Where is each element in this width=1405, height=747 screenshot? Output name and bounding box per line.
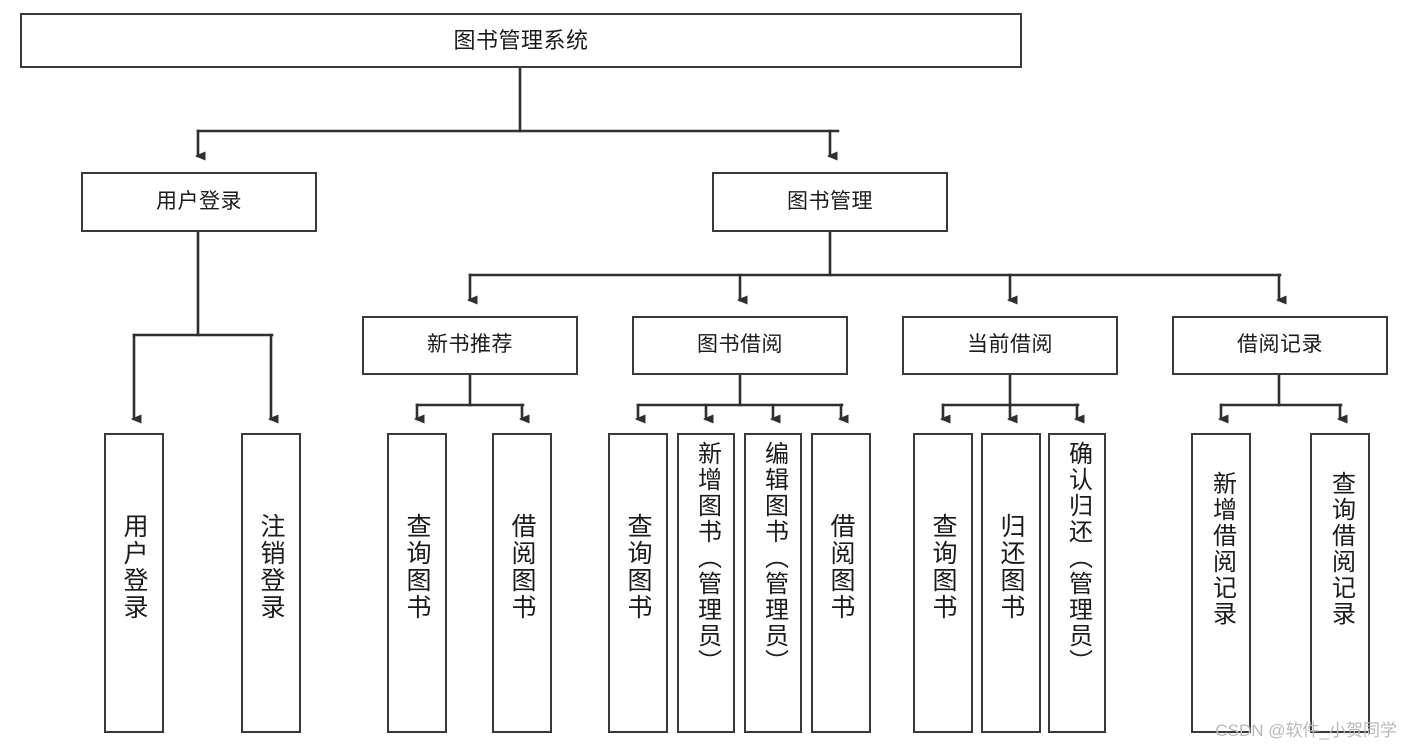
node-new-book-recommend-label: 新书推荐 <box>427 333 513 357</box>
node-root-label: 图书管理系统 <box>453 27 589 53</box>
node-borrow-record-label: 借阅记录 <box>1237 333 1323 357</box>
edges-current-borrow-to-leaves <box>943 373 1078 419</box>
node-book-borrow[interactable]: 图书借阅 <box>632 316 848 375</box>
leaf-return-book[interactable]: 归还图书 <box>981 433 1041 733</box>
leaf-add-borrow-record[interactable]: 新增借阅记录 <box>1191 433 1251 733</box>
edges-user-login-to-leaves <box>134 230 272 419</box>
watermark: CSDN @软件_小贺同学 <box>1215 721 1397 740</box>
leaf-query-book-3[interactable]: 查询图书 <box>913 433 973 733</box>
leaf-borrow-book-2-label: 借阅图书 <box>827 513 855 621</box>
leaf-return-book-label: 归还图书 <box>997 513 1025 621</box>
leaf-borrow-book-1-label: 借阅图书 <box>508 513 536 621</box>
node-book-borrow-label: 图书借阅 <box>697 333 783 357</box>
edges-borrow-record-to-leaves <box>1221 373 1341 419</box>
leaf-logout[interactable]: 注销登录 <box>241 433 301 733</box>
edges-book-borrow-to-leaves <box>638 373 842 419</box>
node-book-manage[interactable]: 图书管理 <box>712 172 948 232</box>
leaf-add-book[interactable]: 新增图书（管理员） <box>677 433 735 733</box>
edges-book-manage-to-level3 <box>470 230 1280 300</box>
leaf-query-book-1[interactable]: 查询图书 <box>387 433 447 733</box>
node-root[interactable]: 图书管理系统 <box>20 13 1022 68</box>
leaf-add-book-label: 新增图书（管理员） <box>693 441 721 675</box>
leaf-query-book-1-label: 查询图书 <box>403 513 431 621</box>
node-current-borrow-label: 当前借阅 <box>967 333 1053 357</box>
node-user-login-label: 用户登录 <box>156 189 242 213</box>
leaf-borrow-book-2[interactable]: 借阅图书 <box>811 433 871 733</box>
leaf-confirm-return[interactable]: 确认归还（管理员） <box>1048 433 1106 733</box>
leaf-query-book-2-label: 查询图书 <box>624 513 652 621</box>
edges-new-book-rec-to-leaves <box>417 373 523 419</box>
node-new-book-recommend[interactable]: 新书推荐 <box>362 316 578 375</box>
leaf-confirm-return-label: 确认归还（管理员） <box>1064 441 1092 675</box>
leaf-query-book-3-label: 查询图书 <box>929 513 957 621</box>
leaf-logout-label: 注销登录 <box>257 513 285 621</box>
leaf-query-book-2[interactable]: 查询图书 <box>608 433 668 733</box>
leaf-query-borrow-record-label: 查询借阅记录 <box>1327 471 1355 627</box>
leaf-query-borrow-record[interactable]: 查询借阅记录 <box>1310 433 1370 733</box>
leaf-edit-book[interactable]: 编辑图书（管理员） <box>744 433 802 733</box>
edges-root-to-level2 <box>198 66 840 156</box>
leaf-add-borrow-record-label: 新增借阅记录 <box>1208 471 1236 627</box>
leaf-edit-book-label: 编辑图书（管理员） <box>760 441 788 675</box>
node-current-borrow[interactable]: 当前借阅 <box>902 316 1118 375</box>
leaf-borrow-book-1[interactable]: 借阅图书 <box>492 433 552 733</box>
leaf-user-login[interactable]: 用户登录 <box>104 433 164 733</box>
node-user-login[interactable]: 用户登录 <box>81 172 317 232</box>
leaf-user-login-label: 用户登录 <box>120 513 148 621</box>
node-book-manage-label: 图书管理 <box>787 189 873 213</box>
node-borrow-record[interactable]: 借阅记录 <box>1172 316 1388 375</box>
